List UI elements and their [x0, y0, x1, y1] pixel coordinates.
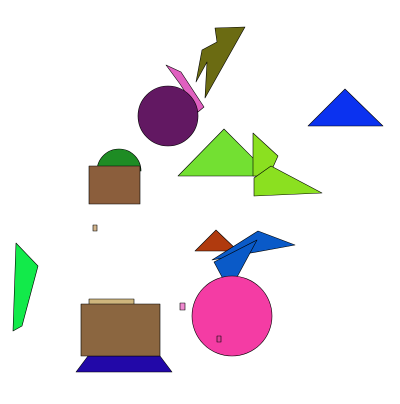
- lime-triangle-large: [177, 128, 272, 177]
- lime-triangle-right: [253, 165, 323, 197]
- pink-sliver: [165, 64, 205, 113]
- indigo-trapezoid: [75, 355, 173, 373]
- blue-triangle-top-right: [307, 88, 384, 127]
- rust-triangle: [194, 229, 239, 252]
- magenta-marker-small: [216, 335, 222, 343]
- olive-polygon: [195, 26, 246, 99]
- purple-circle: [137, 85, 199, 147]
- green-semicircle: [96, 148, 142, 172]
- pink-marker-small: [179, 302, 186, 311]
- green-sliver-left: [12, 242, 39, 332]
- brown-square-small: [88, 165, 141, 205]
- pink-circle: [191, 275, 273, 357]
- brown-rect-large: [80, 303, 161, 357]
- tan-marker-small: [92, 224, 98, 232]
